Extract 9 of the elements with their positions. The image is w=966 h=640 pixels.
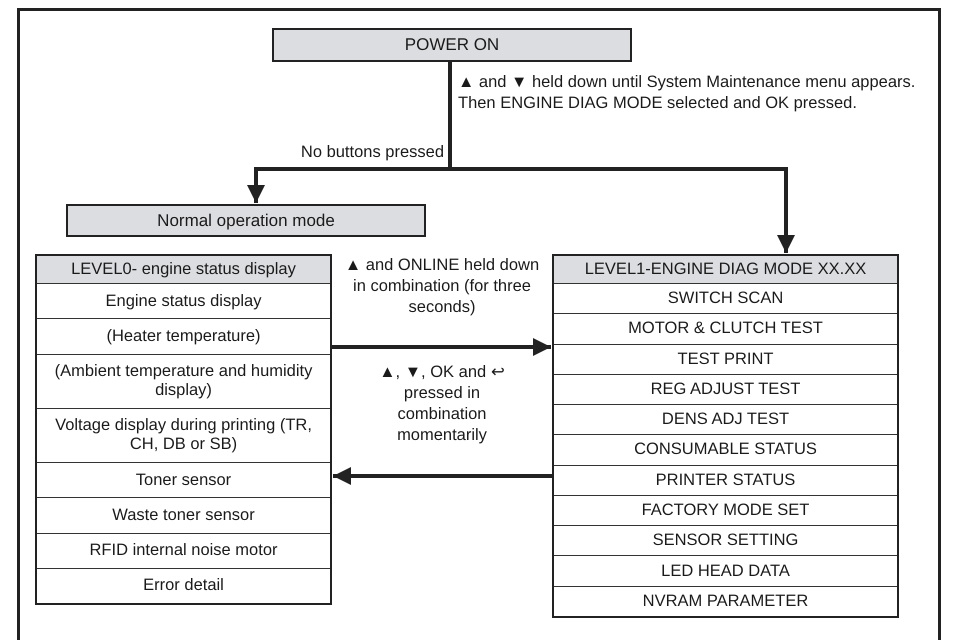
menu-row: SENSOR SETTING	[554, 525, 897, 556]
start-box: POWER ON	[272, 28, 632, 62]
mode-box: Normal operation mode	[66, 204, 426, 237]
arrow	[333, 467, 552, 485]
table-header: LEVEL1-ENGINE DIAG MODE XX.XX	[554, 256, 897, 283]
arrow	[332, 338, 551, 356]
status-table	[35, 254, 332, 605]
diag-menu-table	[552, 254, 899, 618]
table-header: LEVEL0- engine status display	[37, 256, 330, 283]
